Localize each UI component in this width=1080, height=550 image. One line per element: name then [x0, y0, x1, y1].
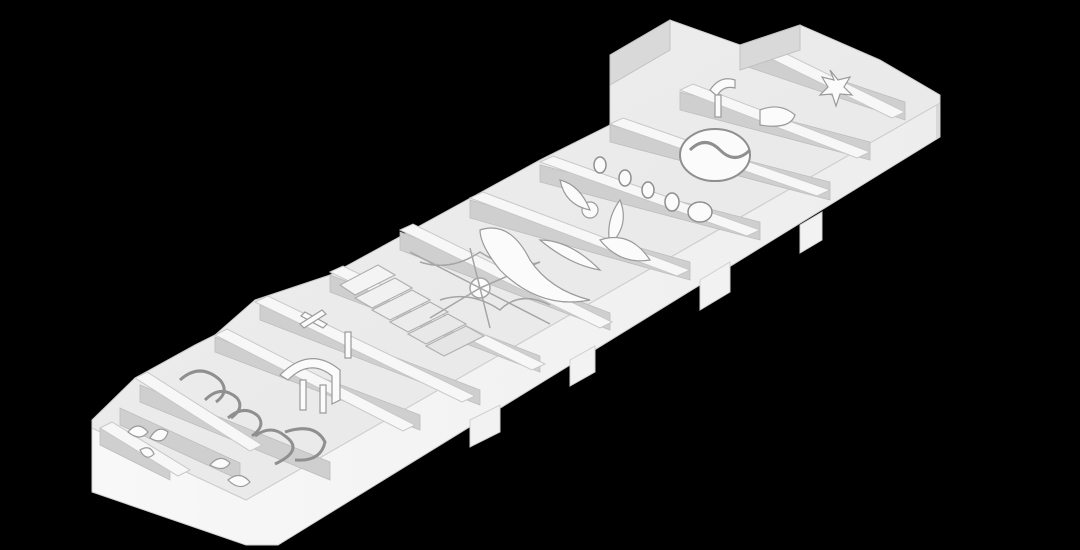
flower-relief-small	[209, 457, 251, 488]
flower-relief	[559, 179, 652, 262]
x-mark-relief	[299, 309, 352, 359]
butterfly-relief	[127, 425, 169, 458]
stair-relief	[338, 264, 486, 357]
tray-foot	[469, 404, 501, 448]
back-wall-left	[609, 19, 671, 86]
bird-relief	[479, 227, 602, 303]
arch-relief	[279, 358, 341, 414]
knot-relief	[178, 369, 327, 466]
bead-row-relief	[593, 156, 713, 223]
back-wall-right	[739, 24, 801, 71]
star-relief	[818, 69, 854, 108]
bracket-relief	[709, 78, 796, 127]
tray-foot	[699, 261, 731, 311]
tray-foot	[569, 345, 596, 387]
tray-right-wall	[936, 103, 940, 139]
tray-foot	[799, 211, 823, 254]
yin-yang-relief	[679, 128, 752, 182]
